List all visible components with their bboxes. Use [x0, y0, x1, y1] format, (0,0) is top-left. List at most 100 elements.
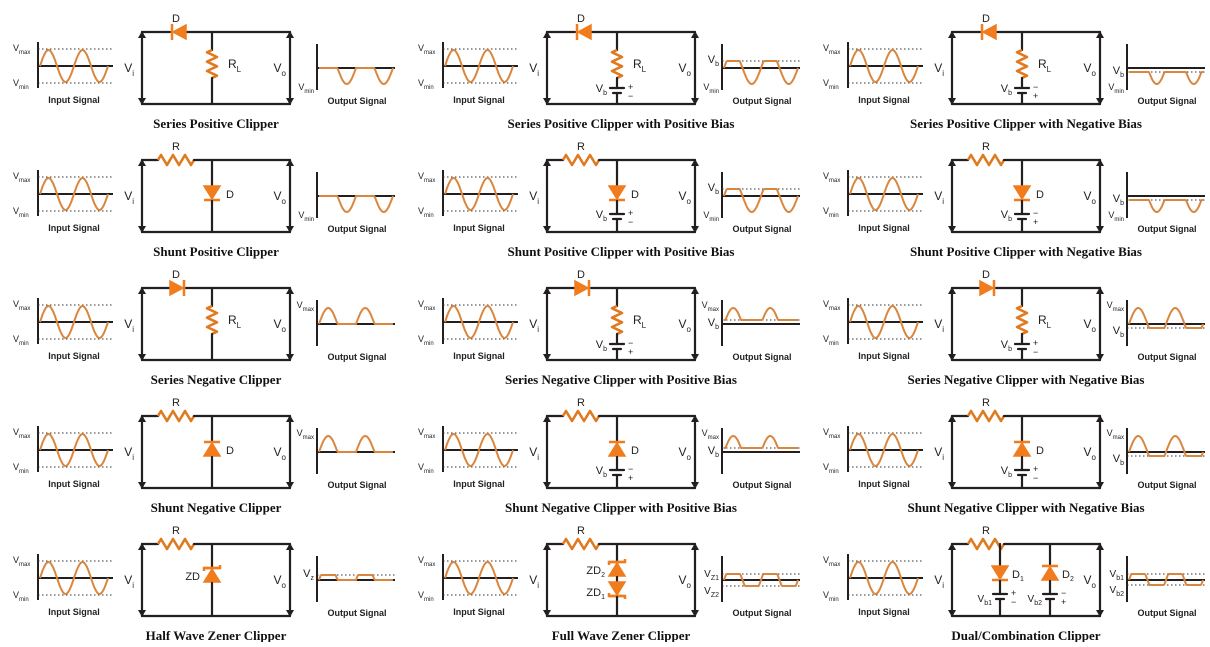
vi-arrow-down [543, 226, 551, 233]
vo-arrow-up [286, 543, 294, 550]
output-waveform [318, 306, 393, 325]
out-vmin-label: Vmin [298, 82, 314, 95]
out-vb-label: Vb [1113, 65, 1124, 79]
vi-label: Vi [934, 573, 944, 590]
vo-label: Vo [679, 445, 692, 462]
output-waveform [319, 195, 394, 214]
diode-symbol [1040, 565, 1060, 581]
vi-arrow-down [948, 354, 956, 361]
load-resistor-symbol [610, 48, 624, 80]
vmin-label: Vmin [823, 590, 839, 603]
output-signal-caption: Output Signal [328, 608, 387, 618]
vmin-label: Vmin [418, 78, 434, 91]
vo-arrow-down [286, 98, 294, 105]
input-waveform [444, 304, 514, 340]
vo-label: Vo [1084, 61, 1097, 78]
output-signal-caption: Output Signal [733, 224, 792, 234]
diode-symbol [202, 567, 222, 583]
diode-label: D [226, 445, 234, 457]
vo-arrow-down [691, 98, 699, 105]
diode-symbol [607, 185, 627, 201]
circuit-title: Shunt Negative Clipper with Positive Bia… [505, 500, 737, 515]
diode-label: D [631, 445, 639, 457]
vi-arrow-up [138, 287, 146, 294]
vo-arrow-down [286, 610, 294, 617]
circuit-title: Dual/Combination Clipper [951, 628, 1100, 642]
output-signal-caption: Output Signal [1138, 352, 1197, 362]
output-waveform [1129, 71, 1203, 86]
diode-symbol [576, 23, 592, 41]
battery-sign-bottom: − [1033, 473, 1038, 483]
diode-symbol [202, 441, 222, 457]
diode-symbol [990, 565, 1010, 581]
vo-label: Vo [274, 317, 287, 334]
battery-sign-top: + [628, 208, 633, 218]
out-vb2-label: Vb2 [1110, 585, 1125, 598]
vo-arrow-down [691, 354, 699, 361]
out-vb-label: Vb [708, 54, 719, 68]
vo-arrow-down [286, 354, 294, 361]
circuit-title: Series Positive Clipper with Negative Bi… [910, 116, 1142, 131]
vo-arrow-up [1096, 159, 1104, 166]
output-waveform [1128, 434, 1204, 457]
vb-label: Vb [1001, 83, 1012, 97]
vb-label: Vb [1001, 209, 1012, 223]
vo-arrow-down [286, 482, 294, 489]
circuit-title: Series Negative Clipper with Negative Bi… [908, 372, 1145, 387]
resistor-label: R [577, 525, 585, 537]
vi-label: Vi [934, 445, 944, 462]
circuit-title: Shunt Negative Clipper [151, 500, 282, 515]
vb-label: Vb [1001, 465, 1012, 479]
vmin-label: Vmin [13, 462, 29, 475]
diode-symbol [169, 279, 185, 297]
vi-arrow-down [138, 226, 146, 233]
input-signal-caption: Input Signal [858, 607, 910, 617]
circuit-title: Shunt Positive Clipper [153, 244, 279, 259]
vmax-label: Vmax [823, 299, 840, 312]
resistor-label: R [982, 525, 990, 537]
vmax-label: Vmax [13, 43, 30, 56]
output-signal-caption: Output Signal [1138, 96, 1197, 106]
resistor-symbol [966, 537, 1006, 551]
resistor-symbol [561, 537, 601, 551]
vi-label: Vi [529, 445, 539, 462]
resistor-symbol [156, 409, 196, 423]
resistor-label: R [577, 141, 585, 153]
resistor-symbol [966, 409, 1006, 423]
circuit-title: Series Negative Clipper with Positive Bi… [505, 372, 737, 387]
output-signal-caption: Output Signal [733, 96, 792, 106]
vmin-label: Vmin [13, 78, 29, 91]
load-resistor-symbol [1015, 48, 1029, 80]
battery-sign-bottom: + [1061, 597, 1066, 607]
vi-arrow-down [138, 610, 146, 617]
battery-sign-top: − [1033, 208, 1038, 218]
input-signal-caption: Input Signal [453, 223, 505, 233]
input-signal-caption: Input Signal [858, 351, 910, 361]
diode-symbol [1012, 185, 1032, 201]
d2-label: D2 [1062, 569, 1074, 583]
vo-arrow-up [1096, 31, 1104, 38]
vmax-label: Vmax [823, 427, 840, 440]
rl-label: RL [1038, 57, 1052, 74]
out-vb-label: Vb [1113, 453, 1124, 467]
load-resistor-symbol [205, 48, 219, 80]
vmin-label: Vmin [823, 334, 839, 347]
diode-label: D [577, 269, 585, 281]
vi-label: Vi [934, 189, 944, 206]
resistor-label: R [172, 397, 180, 409]
circuit-title: Shunt Positive Clipper with Negative Bia… [910, 244, 1142, 259]
vi-arrow-up [948, 287, 956, 294]
input-waveform [39, 432, 109, 468]
output-signal-caption: Output Signal [328, 480, 387, 490]
vmax-label: Vmax [13, 427, 30, 440]
vo-arrow-up [1096, 287, 1104, 294]
out-vmin-label: Vmin [298, 210, 314, 223]
battery-sign-bottom: + [628, 347, 633, 357]
output-waveform [1129, 199, 1203, 214]
diode-label: D [1036, 445, 1044, 457]
